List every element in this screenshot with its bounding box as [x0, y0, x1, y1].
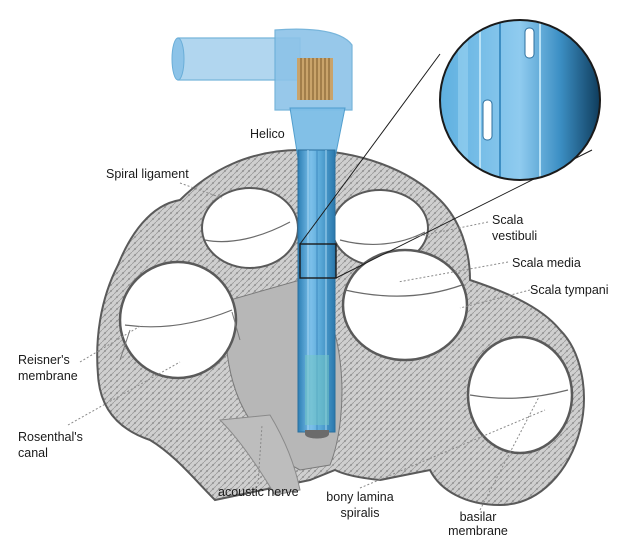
electrode-tip — [305, 430, 329, 439]
label-scala-media: Scala media — [512, 256, 581, 271]
label-basilar-line2: membrane — [438, 524, 518, 539]
label-scala-vestibuli-line1: Scala — [492, 213, 523, 228]
electrode-window-lower — [483, 100, 492, 140]
chamber-lower-right — [468, 337, 572, 453]
chamber-mid-right — [343, 250, 467, 360]
label-spiral-ligament: Spiral ligament — [106, 167, 189, 182]
zoom-inset — [440, 20, 600, 180]
electrode-window-upper — [525, 28, 534, 58]
label-scala-tympani: Scala tympani — [530, 283, 609, 298]
chamber-upper-left — [202, 188, 298, 268]
label-rosenthals-line2: canal — [18, 446, 48, 461]
contact-pins — [297, 58, 333, 100]
label-rosenthals-line1: Rosenthal's — [18, 430, 83, 445]
label-bony-lamina-line2: spiralis — [318, 506, 402, 521]
label-bony-lamina-line1: bony lamina — [318, 490, 402, 505]
label-reisners-line1: Reisner's — [18, 353, 70, 368]
shaft-tip-band — [305, 355, 329, 425]
label-reisners-line2: membrane — [18, 369, 78, 384]
label-acoustic-nerve: acoustic nerve — [218, 485, 299, 500]
label-scala-vestibuli-line2: vestibuli — [492, 229, 537, 244]
connector-end — [172, 38, 184, 80]
label-basilar-line1: basilar — [438, 510, 518, 525]
label-helico: Helico — [250, 127, 285, 142]
chamber-mid-left — [120, 262, 236, 378]
